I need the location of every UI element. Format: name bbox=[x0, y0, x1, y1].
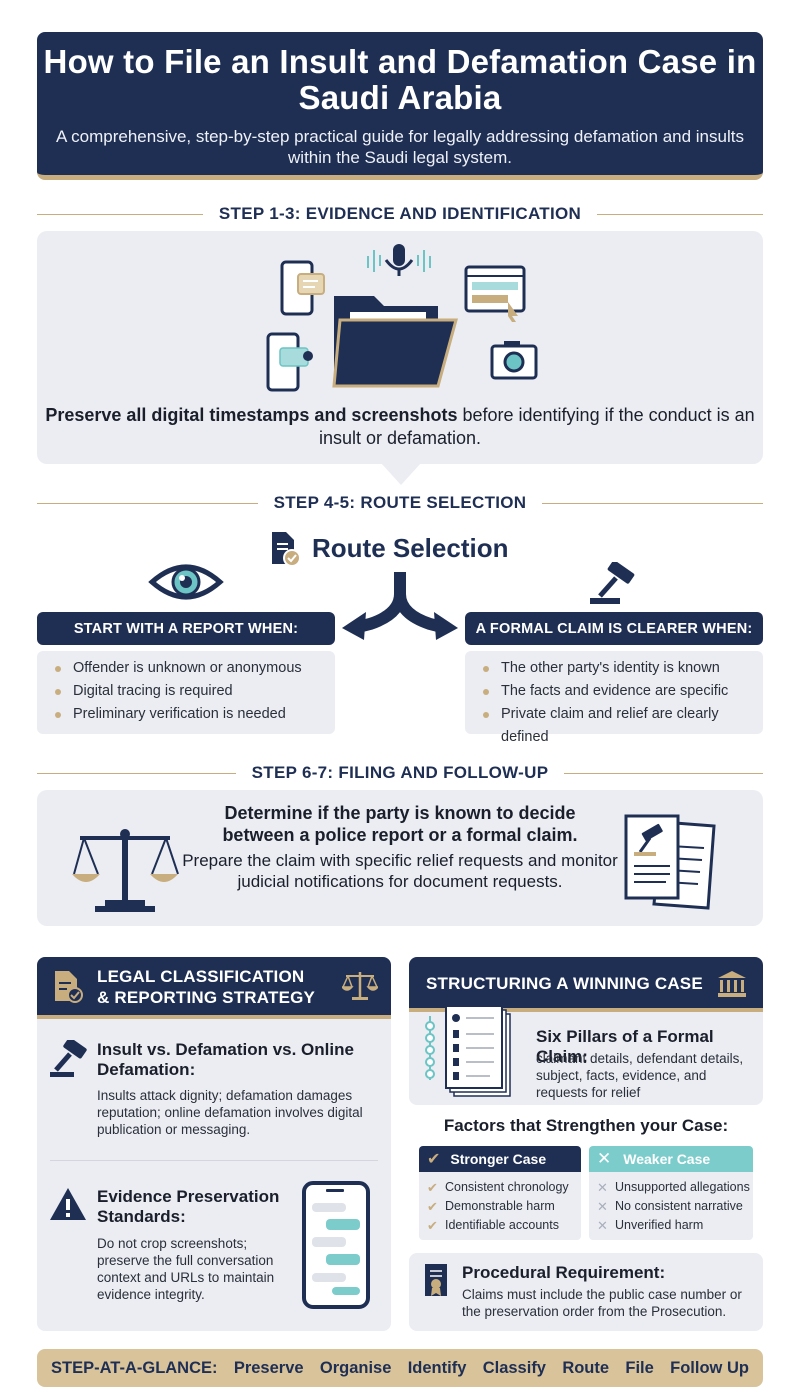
glance-step: Follow Up bbox=[670, 1358, 749, 1377]
list-item: ✔Consistent chronology bbox=[427, 1180, 569, 1195]
document-seal-icon bbox=[425, 1264, 447, 1296]
gavel-icon bbox=[50, 1040, 87, 1077]
browser-window-icon bbox=[464, 265, 526, 322]
step3-heading: STEP 6-7: FILING AND FOLLOW-UP bbox=[251, 763, 549, 782]
panel-pointer bbox=[381, 463, 421, 485]
section-divider-step3: STEP 6-7: FILING AND FOLLOW-UP bbox=[37, 763, 763, 783]
procedural-title: Procedural Requirement: bbox=[462, 1263, 666, 1282]
smartphone-chat-icon bbox=[302, 1181, 370, 1309]
evidence-title: Evidence Preservation Standards: bbox=[97, 1187, 280, 1226]
legal-documents-icon bbox=[624, 814, 716, 910]
scales-of-justice-icon bbox=[72, 829, 179, 912]
section-divider-step1: STEP 1-3: EVIDENCE AND IDENTIFICATION bbox=[37, 204, 763, 224]
list-item: The facts and evidence are specific bbox=[483, 680, 763, 703]
glance-step: File bbox=[625, 1358, 654, 1377]
weaker-case-header: ✕ Weaker Case bbox=[589, 1146, 753, 1172]
page-title: How to File an Insult and Defamation Cas… bbox=[43, 43, 757, 116]
header-banner: How to File an Insult and Defamation Cas… bbox=[37, 32, 763, 180]
step1-text: Preserve all digital timestamps and scre… bbox=[45, 405, 755, 448]
procedural-panel bbox=[409, 1253, 763, 1331]
check-icon: ✔ bbox=[427, 1151, 441, 1168]
gavel-icon bbox=[590, 562, 635, 604]
step1-heading: STEP 1-3: EVIDENCE AND IDENTIFICATION bbox=[218, 204, 582, 223]
pillars-title: Six Pillars of a Formal Claim: bbox=[536, 1027, 714, 1066]
claim-route-list: The other party's identity is known The … bbox=[465, 651, 763, 745]
glance-step: Identify bbox=[407, 1358, 467, 1377]
list-item: ✔Demonstrable harm bbox=[427, 1199, 555, 1214]
warning-icon bbox=[50, 1188, 86, 1220]
evidence-text: Do not crop screenshots; preserve the fu… bbox=[97, 1236, 275, 1302]
route-title: Route Selection bbox=[268, 530, 508, 566]
legal-card-title: LEGAL CLASSIFICATION & REPORTING STRATEG… bbox=[97, 967, 316, 1007]
procedural-text: Claims must include the public case numb… bbox=[462, 1287, 742, 1319]
insult-title: Insult vs. Defamation vs. Online Defamat… bbox=[97, 1040, 354, 1079]
list-item: ✕No consistent narrative bbox=[597, 1199, 743, 1214]
legal-card-header: LEGAL CLASSIFICATION & REPORTING STRATEG… bbox=[37, 957, 391, 1019]
report-route-header: START WITH A REPORT WHEN: bbox=[37, 612, 335, 645]
close-icon: ✕ bbox=[597, 1199, 608, 1214]
winning-card-title: STRUCTURING A WINNING CASE bbox=[426, 974, 703, 993]
eye-icon bbox=[148, 564, 224, 600]
evidence-illustration bbox=[266, 244, 538, 392]
stronger-case-list: ✔Consistent chronology ✔Demonstrable har… bbox=[419, 1172, 581, 1240]
list-item: Digital tracing is required bbox=[55, 680, 335, 703]
filing-text: Prepare the claim with specific relief r… bbox=[182, 851, 618, 891]
document-check-icon bbox=[55, 971, 83, 1003]
step2-heading: STEP 4-5: ROUTE SELECTION bbox=[273, 493, 527, 512]
glance-step: Route bbox=[562, 1358, 610, 1377]
courthouse-icon bbox=[718, 971, 746, 997]
document-check-icon bbox=[272, 532, 300, 566]
list-item: Private claim and relief are clearly def… bbox=[483, 703, 763, 749]
list-item: Preliminary verification is needed bbox=[55, 703, 335, 726]
folder-icon bbox=[332, 296, 458, 388]
list-item: Offender is unknown or anonymous bbox=[55, 657, 335, 680]
microphone-icon bbox=[367, 244, 431, 276]
filing-bold-text: Determine if the party is known to decid… bbox=[222, 803, 578, 845]
phone-icon bbox=[280, 260, 325, 316]
close-icon: ✕ bbox=[597, 1149, 612, 1168]
step-at-a-glance-bar: STEP-AT-A-GLANCE: Preserve Organise Iden… bbox=[37, 1349, 763, 1387]
check-icon: ✔ bbox=[427, 1199, 438, 1214]
card-divider bbox=[50, 1160, 378, 1161]
split-arrows-icon bbox=[342, 572, 458, 640]
list-item: ✔Identifiable accounts bbox=[427, 1218, 559, 1233]
glance-step: Organise bbox=[319, 1358, 392, 1377]
glance-label: STEP-AT-A-GLANCE: bbox=[51, 1358, 218, 1377]
camera-icon bbox=[490, 341, 538, 380]
weaker-case-list: ✕Unsupported allegations ✕No consistent … bbox=[589, 1172, 753, 1240]
list-item: The other party's identity is known bbox=[483, 657, 763, 680]
close-icon: ✕ bbox=[597, 1180, 608, 1195]
scales-icon bbox=[342, 972, 378, 1000]
factors-title: Factors that Strengthen your Case: bbox=[443, 1116, 729, 1135]
section-divider-step2: STEP 4-5: ROUTE SELECTION bbox=[37, 493, 763, 513]
insult-text: Insults attack dignity; defamation damag… bbox=[97, 1088, 363, 1137]
checklist-document-icon bbox=[425, 1005, 511, 1097]
pillars-text: claimant details, defendant details, sub… bbox=[536, 1051, 744, 1100]
claim-route-header: A FORMAL CLAIM IS CLEARER WHEN: bbox=[465, 612, 763, 645]
winning-card-header: STRUCTURING A WINNING CASE bbox=[409, 957, 763, 1012]
page-subtitle: A comprehensive, step-by-step practical … bbox=[56, 127, 744, 167]
glance-step: Preserve bbox=[233, 1358, 304, 1377]
report-route-list: Offender is unknown or anonymous Digital… bbox=[37, 651, 335, 734]
close-icon: ✕ bbox=[597, 1218, 608, 1233]
check-icon: ✔ bbox=[427, 1218, 438, 1233]
stronger-case-header: ✔ Stronger Case bbox=[419, 1146, 581, 1172]
phone-chat-icon bbox=[266, 332, 313, 392]
glance-step: Classify bbox=[482, 1358, 546, 1377]
check-icon: ✔ bbox=[427, 1180, 438, 1195]
list-item: ✕Unverified harm bbox=[597, 1218, 704, 1233]
list-item: ✕Unsupported allegations bbox=[597, 1180, 750, 1195]
